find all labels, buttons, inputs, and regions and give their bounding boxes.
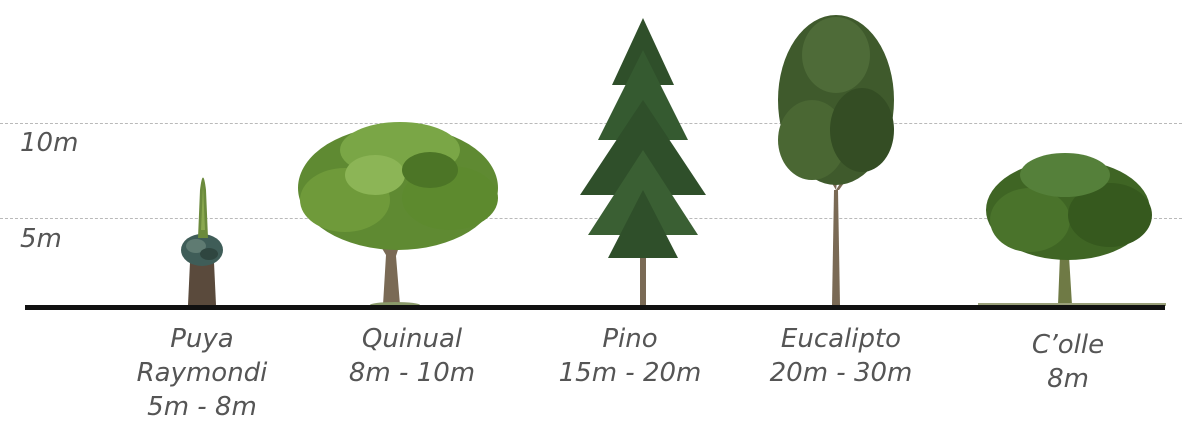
- species-name: C’olle: [1031, 330, 1105, 360]
- label-pino: Pino 15m - 20m: [530, 322, 730, 390]
- ground-line: [25, 305, 1165, 310]
- species-name-line2: Raymondi: [136, 358, 268, 388]
- gridline-5m: [0, 218, 1182, 219]
- pino-tree: [580, 18, 706, 305]
- species-height: 20m - 30m: [769, 358, 913, 388]
- species-height: 5m - 8m: [147, 392, 257, 422]
- height-label-5m: 5m: [20, 224, 62, 254]
- colle-tree: [978, 153, 1166, 306]
- species-height: 8m - 10m: [348, 358, 476, 388]
- height-label-10m: 10m: [20, 128, 79, 158]
- species-height: 15m - 20m: [558, 358, 702, 388]
- quinual-tree: [298, 122, 498, 308]
- label-colle: C’olle 8m: [968, 328, 1168, 396]
- label-puya-raymondi: Puya Raymondi 5m - 8m: [102, 322, 302, 424]
- puya-raymondi-plant: [181, 177, 223, 305]
- species-name: Eucalipto: [780, 324, 902, 354]
- label-eucalipto: Eucalipto 20m - 30m: [741, 322, 941, 390]
- species-height: 8m: [1047, 364, 1089, 394]
- label-quinual: Quinual 8m - 10m: [312, 322, 512, 390]
- species-name: Puya: [170, 324, 234, 354]
- gridline-10m: [0, 123, 1182, 124]
- species-name: Quinual: [361, 324, 463, 354]
- eucalipto-tree: [778, 15, 894, 305]
- species-name: Pino: [602, 324, 658, 354]
